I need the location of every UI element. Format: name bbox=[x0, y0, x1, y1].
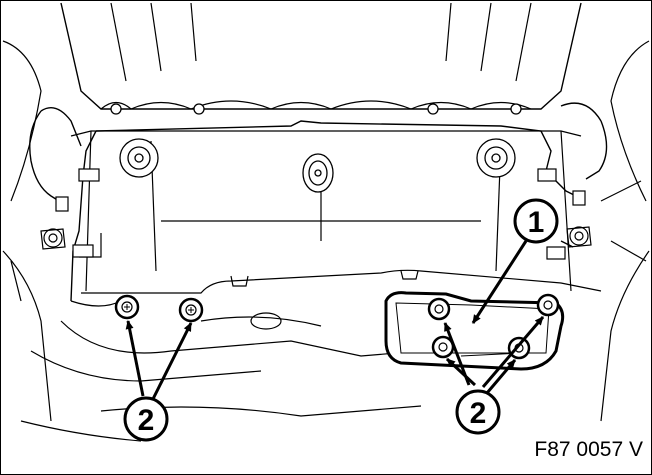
screw-left-2 bbox=[178, 297, 204, 323]
callout-2-left: 2 bbox=[123, 396, 169, 442]
callout-1-label: 1 bbox=[528, 206, 545, 239]
sensor-right bbox=[566, 226, 592, 248]
figure-code: F87 0057 V bbox=[534, 438, 643, 461]
leader-lines bbox=[125, 240, 545, 400]
leader-2b bbox=[151, 322, 193, 400]
callout-2-right: 2 bbox=[455, 389, 501, 435]
wiring-harness bbox=[29, 102, 608, 302]
callout-2-left-label: 2 bbox=[138, 404, 155, 437]
grommet-right bbox=[476, 138, 516, 178]
sensor-plug-right bbox=[572, 190, 586, 206]
screw-plate-1 bbox=[427, 297, 451, 321]
grommet-center bbox=[302, 153, 334, 193]
connector-right-lower bbox=[546, 246, 566, 260]
screw-plate-2 bbox=[536, 293, 560, 317]
callout-1: 1 bbox=[513, 198, 559, 244]
callout-2-right-label: 2 bbox=[470, 397, 487, 430]
cover-plate bbox=[384, 291, 565, 371]
screws bbox=[114, 293, 560, 360]
floor-grommets bbox=[110, 103, 522, 193]
leader-2a bbox=[125, 320, 145, 397]
leader-2d bbox=[445, 357, 477, 387]
connector-left-upper bbox=[78, 168, 100, 182]
side-sensors bbox=[40, 226, 592, 250]
leader-2e bbox=[481, 316, 545, 388]
leader-1 bbox=[471, 240, 528, 324]
connector-right-upper bbox=[537, 168, 557, 182]
sensor-plug-left bbox=[55, 196, 69, 212]
harness-connectors bbox=[55, 168, 586, 260]
connector-left-lower bbox=[72, 244, 94, 258]
screw-left-1 bbox=[114, 294, 140, 320]
grommet-left bbox=[119, 138, 159, 178]
sensor-left bbox=[40, 228, 66, 250]
leader-2f bbox=[485, 359, 517, 394]
